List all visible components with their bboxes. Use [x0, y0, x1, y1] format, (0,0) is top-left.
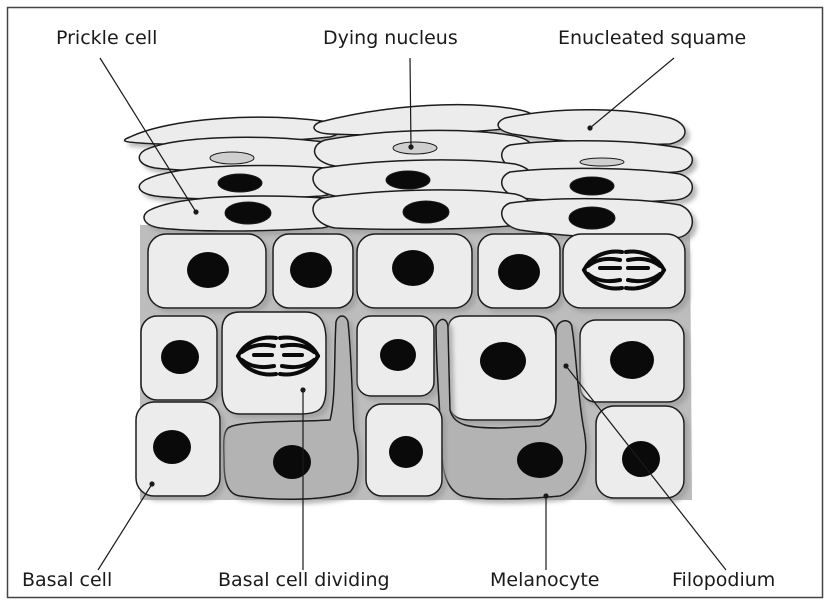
- nucleus: [225, 202, 271, 224]
- nucleus: [153, 430, 191, 464]
- dying-nucleus-right: [580, 158, 624, 166]
- label-melanocyte: Melanocyte: [490, 569, 600, 591]
- dying-nucleus-center: [393, 142, 437, 154]
- nucleus: [610, 341, 654, 379]
- nucleus: [480, 342, 526, 380]
- nucleus: [380, 339, 416, 371]
- label-dying-nucleus: Dying nucleus: [323, 27, 458, 49]
- label-enucleated-squame: Enucleated squame: [558, 27, 746, 49]
- nucleus: [569, 207, 615, 229]
- nucleus: [161, 340, 199, 374]
- nucleus: [622, 441, 660, 477]
- nucleus: [218, 174, 262, 192]
- nucleus: [403, 201, 449, 223]
- nucleus: [570, 177, 614, 195]
- nucleus: [290, 252, 332, 288]
- label-filopodium: Filopodium: [672, 569, 775, 591]
- label-basal-cell-dividing: Basal cell dividing: [218, 569, 390, 591]
- nucleus: [517, 442, 563, 478]
- nucleus: [392, 250, 434, 286]
- dying-nucleus-left: [210, 152, 254, 164]
- label-prickle-cell: Prickle cell: [56, 27, 157, 49]
- nucleus: [386, 171, 430, 189]
- nucleus: [273, 445, 311, 479]
- label-basal-cell: Basal cell: [22, 569, 112, 591]
- nucleus: [187, 252, 229, 288]
- cell: [563, 234, 685, 308]
- nucleus: [498, 254, 540, 290]
- leader-basal-cell: [98, 484, 152, 570]
- nucleus: [389, 436, 423, 468]
